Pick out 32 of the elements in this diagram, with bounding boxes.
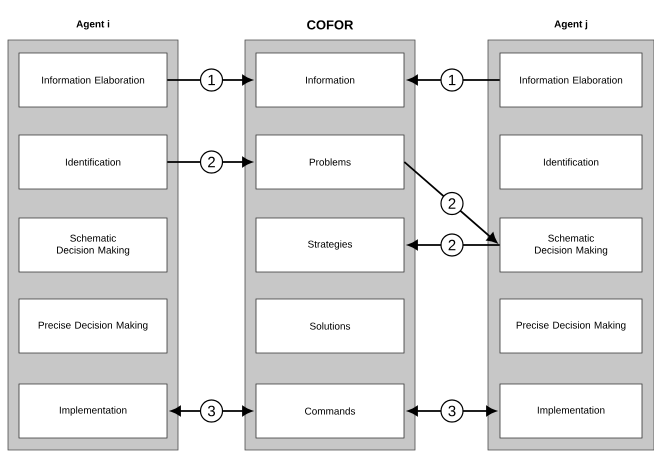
- process-box: Commands: [256, 384, 404, 438]
- arrow: [408, 406, 496, 416]
- edge-label: 3: [200, 399, 224, 423]
- process-box: Schematic Decision Making: [18, 218, 168, 272]
- process-box: Precise Decision Making: [500, 298, 642, 354]
- process-box: Implementation: [500, 384, 642, 438]
- process-box: Strategies: [256, 218, 404, 272]
- process-box: Schematic Decision Making: [500, 218, 642, 272]
- process-box: Information: [256, 52, 404, 108]
- edge-label: 2: [440, 192, 464, 216]
- arrow: [408, 74, 500, 86]
- arrow: [404, 161, 498, 244]
- edge-label: 2: [200, 150, 224, 174]
- process-box: Identification: [18, 134, 168, 190]
- node-label: Agent i: [76, 20, 110, 30]
- arrow: [167, 74, 252, 86]
- process-box: Precise Decision Making: [18, 298, 168, 354]
- process-box: Problems: [256, 134, 404, 190]
- process-box: Solutions: [256, 298, 404, 354]
- edge-label: 2: [440, 233, 464, 257]
- arrow: [170, 406, 252, 416]
- edge-label: 1: [200, 68, 224, 92]
- node-label: Agent j: [554, 20, 588, 30]
- process-box: Information Elaboration: [500, 52, 642, 108]
- arrow: [167, 156, 252, 168]
- process-box: Information Elaboration: [18, 52, 168, 108]
- edge-label: 3: [440, 399, 464, 423]
- arrow: [408, 240, 500, 250]
- process-box: Identification: [500, 134, 642, 190]
- process-box: Implementation: [18, 384, 168, 438]
- node-label: COFOR: [307, 20, 354, 30]
- edge-label: 1: [440, 68, 464, 92]
